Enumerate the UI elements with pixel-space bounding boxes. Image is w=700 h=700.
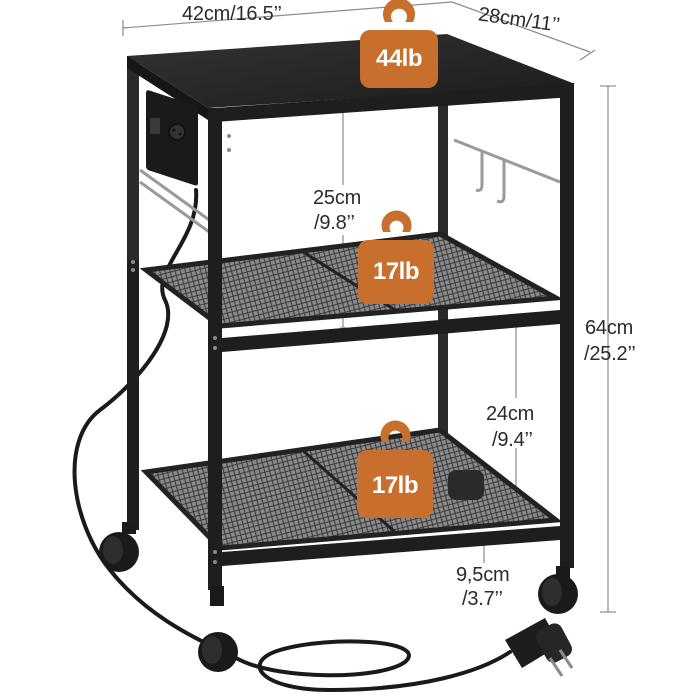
hook-rail	[453, 138, 561, 204]
gap-mid-cm-label: 24cm	[486, 403, 535, 425]
load-top-label: 44lb	[375, 45, 423, 72]
clearance-in-label: /3.7’’	[462, 588, 503, 610]
middle-shelf	[139, 231, 565, 329]
weight-badge-middle-icon	[358, 210, 434, 304]
weight-badge-bottom-icon	[357, 420, 433, 518]
height-cm-label: 64cm	[585, 317, 634, 339]
load-middle-label: 17lb	[372, 258, 420, 285]
power-cord	[72, 188, 512, 693]
power-strip	[146, 90, 198, 186]
height-in-label: /25.2’’	[584, 343, 636, 365]
bottom-shelf	[140, 427, 563, 551]
plug-icon	[505, 618, 574, 677]
side-rail	[139, 168, 213, 236]
gap-mid-in-label: /9.4’’	[492, 429, 533, 451]
gap-top-cm-label: 25cm	[313, 187, 362, 209]
gap-top-in-label: /9.8’’	[314, 212, 355, 234]
load-bottom-label: 17lb	[371, 472, 419, 499]
frame-screws	[131, 134, 231, 564]
weight-badge-top-icon	[360, 0, 438, 88]
clearance-cm-label: 9,5cm	[456, 564, 510, 586]
caster-wheels	[99, 522, 578, 672]
width-label: 42cm/16.5’’	[182, 3, 282, 25]
